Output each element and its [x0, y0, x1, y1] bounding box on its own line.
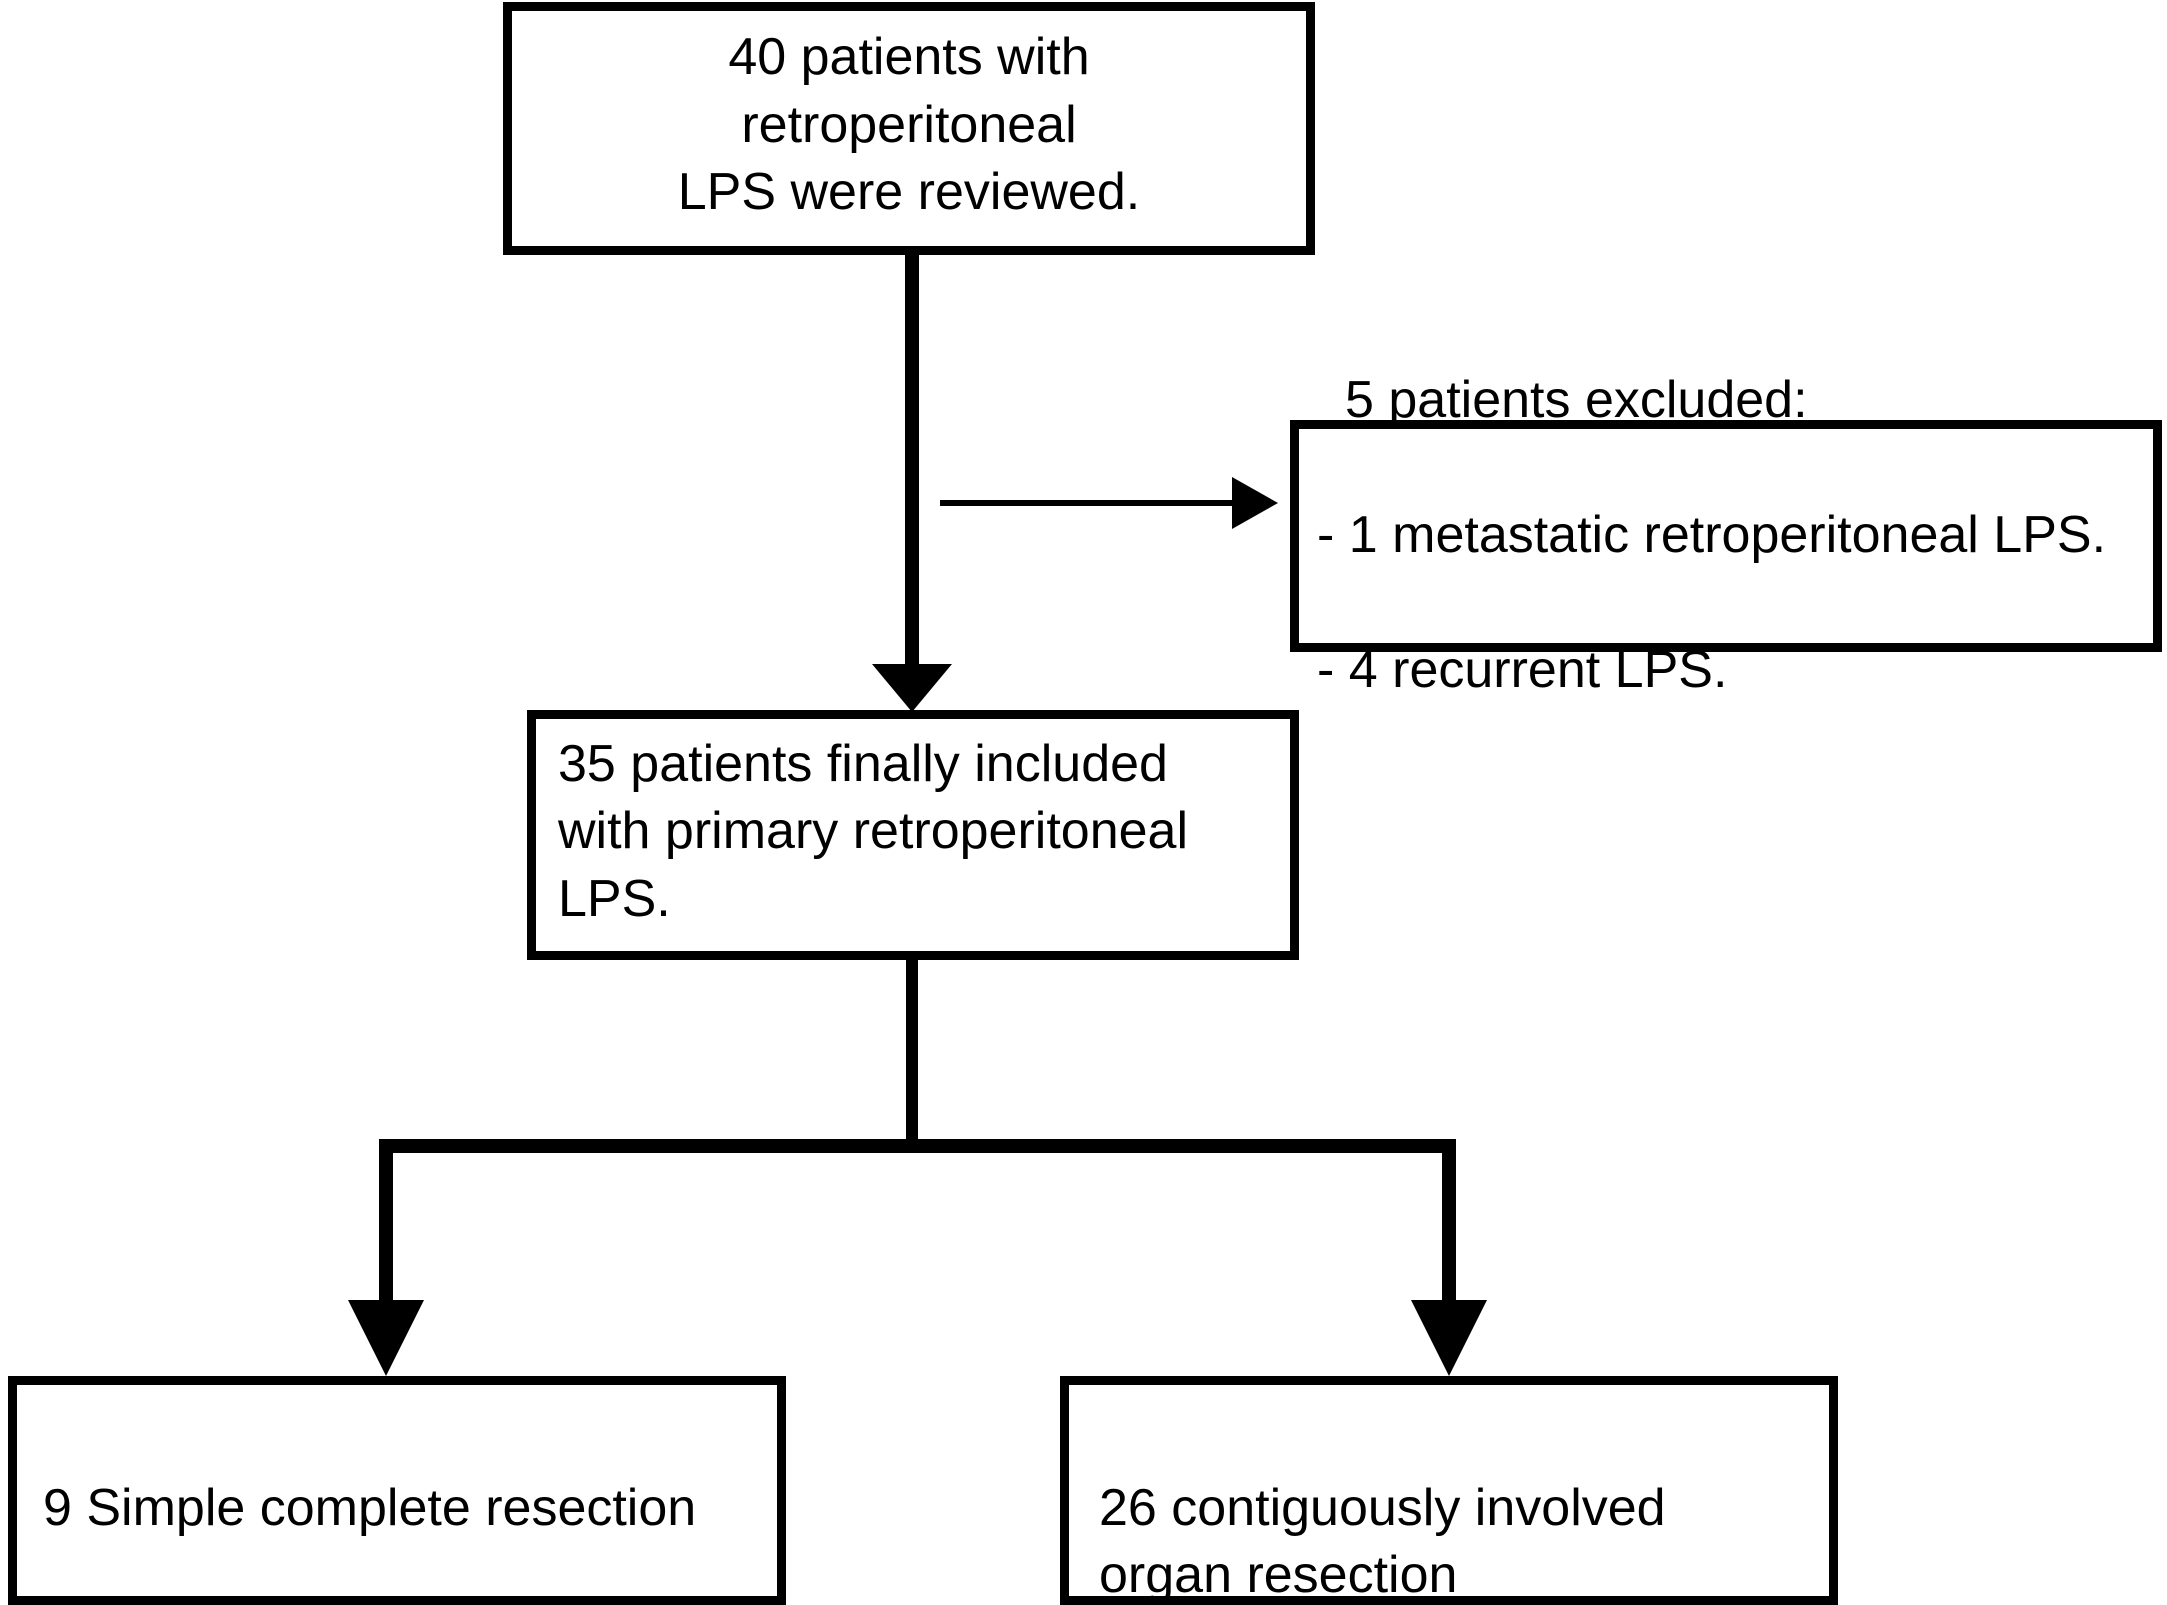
node-contiguous-organ-resection-text: 26 contiguously involved organ resection…: [1069, 1385, 1829, 1605]
node-patients-excluded: 5 patients excluded: - 1 metastatic retr…: [1290, 371, 2162, 699]
node-simple-complete-resection-text: 9 Simple complete resection R0: 55.5%: [17, 1385, 777, 1605]
node-patients-reviewed-text: 40 patients with retroperitoneal LPS wer…: [677, 28, 1141, 222]
arrowhead-down-icon-simple-resection: [348, 1300, 424, 1376]
contiguous-resection-label: 26 contiguously involved organ resection: [1099, 1478, 1666, 1605]
connector-drop-left: [379, 1139, 393, 1311]
node-patients-included: 35 patients finally included with primar…: [527, 710, 1299, 960]
connector-reviewed-to-excluded-line: [940, 500, 1240, 506]
node-patients-included-text: 35 patients finally included with primar…: [558, 734, 1189, 928]
arrowhead-right-icon-excluded: [1232, 477, 1278, 529]
node-contiguous-organ-resection: 26 contiguously involved organ resection…: [1060, 1376, 1838, 1605]
connector-reviewed-to-included-stem: [905, 250, 919, 675]
node-patients-excluded-text: 5 patients excluded: - 1 metastatic retr…: [1299, 299, 2153, 772]
arrowhead-down-icon-contiguous-resection: [1411, 1300, 1487, 1376]
excluded-lead-label: 5 patients excluded:: [1345, 371, 1808, 430]
node-simple-complete-resection: 9 Simple complete resection R0: 55.5%: [8, 1376, 786, 1605]
connector-included-stem: [906, 958, 918, 1150]
connector-split-bar: [379, 1139, 1456, 1153]
node-patients-reviewed: 40 patients with retroperitoneal LPS wer…: [503, 2, 1315, 255]
arrowhead-down-icon-included: [872, 664, 952, 712]
excluded-bullet-recurrent: - 4 recurrent LPS.: [1317, 641, 1728, 700]
connector-drop-right: [1442, 1139, 1456, 1311]
simple-resection-label: 9 Simple complete resection: [43, 1478, 697, 1537]
excluded-bullet-metastatic: - 1 metastatic retroperitoneal LPS.: [1317, 506, 2107, 565]
